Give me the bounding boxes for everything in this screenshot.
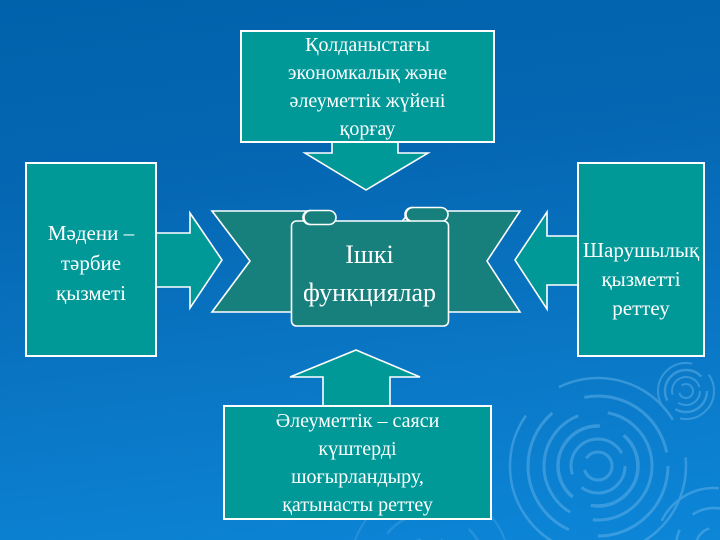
- bottom-box-line: күштерді: [318, 437, 397, 460]
- center-scroll-line: Ішкі: [345, 239, 394, 269]
- left-box-line: Мәдени –: [47, 220, 135, 245]
- left-box: Мәдени – тәрбие қызметі: [25, 162, 157, 357]
- bottom-box-line: шоғырландыру,: [291, 465, 424, 488]
- bottom-box: Әлеуметтік – саяси күштерді шоғырландыру…: [223, 405, 492, 520]
- arrow-up-icon: [289, 349, 421, 407]
- bottom-box-line: қатынасты реттеу: [282, 493, 433, 516]
- arrow-right-icon: [155, 210, 223, 311]
- scroll-body: [290, 220, 450, 327]
- scroll-left-curl-fold: [303, 209, 312, 226]
- bottom-box-line: Әлеуметтік – саяси: [275, 409, 440, 432]
- top-box-line: әлеуметтік жүйені: [289, 89, 446, 112]
- center-scroll-title: Ішкі функциялар: [291, 221, 448, 326]
- scroll-shape: [290, 206, 450, 327]
- arrow-left-icon: [514, 209, 581, 312]
- right-box-line: Шарушылық: [582, 238, 700, 262]
- top-box: Қолданыстағы экономкалық және әлеуметтік…: [240, 30, 495, 143]
- left-box-line: қызметі: [56, 280, 126, 305]
- top-box-line: Қолданыстағы: [305, 33, 430, 56]
- scroll-right-curl: [404, 206, 449, 223]
- scroll-left-curl: [302, 209, 337, 226]
- right-box-line: реттеу: [612, 296, 670, 320]
- top-box-line: экономкалық және: [287, 61, 448, 84]
- arrow-down-icon: [302, 140, 431, 191]
- right-box-line: қызметті: [601, 267, 681, 291]
- left-box-line: тәрбие: [60, 250, 122, 275]
- center-scroll-line: функциялар: [302, 277, 437, 307]
- right-box: Шарушылық қызметті реттеу: [577, 162, 705, 357]
- top-box-line: қорғау: [339, 117, 396, 140]
